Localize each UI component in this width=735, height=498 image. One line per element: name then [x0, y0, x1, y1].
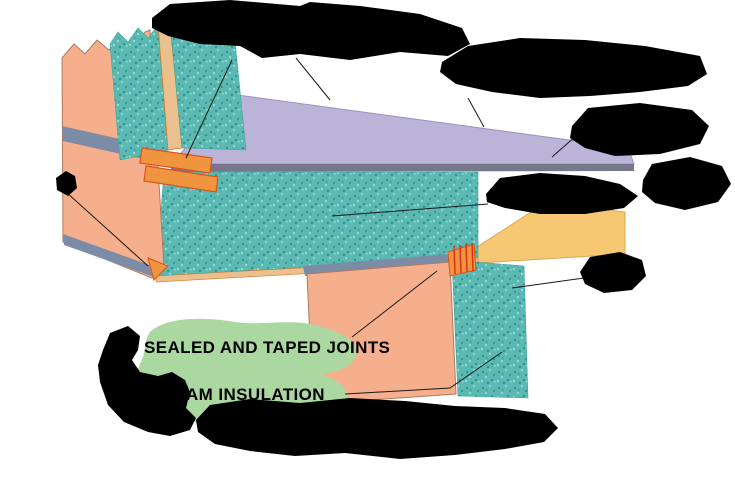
spline-fastener-lines — [453, 242, 474, 275]
wall-base-spline — [147, 257, 169, 281]
leader-line — [467, 97, 485, 128]
roof-edge-strip — [170, 164, 634, 172]
redaction-blob — [642, 157, 731, 210]
leader-line — [551, 135, 577, 158]
lower-wall-insulation-core — [451, 259, 529, 399]
wall-insulation-core-strip-1 — [109, 24, 169, 161]
roof-assembly — [155, 93, 635, 283]
redaction-blob — [196, 398, 558, 459]
leader-line — [331, 203, 489, 217]
redaction-blob — [570, 103, 709, 156]
leader-line — [351, 270, 438, 338]
redaction-blob — [486, 173, 638, 214]
label-sealed-taped-joints: SEALED AND TAPED JOINTS — [144, 338, 390, 357]
redaction-blob — [152, 0, 470, 60]
redaction-blob — [98, 326, 196, 436]
redaction-blob — [440, 38, 707, 98]
leader-lines — [65, 57, 585, 395]
leader-line — [65, 191, 149, 267]
left-wall-assembly — [61, 5, 247, 281]
leader-line — [295, 57, 331, 101]
redaction-blobs — [56, 0, 731, 459]
label-foam-insulation: AM INSULATION — [186, 385, 325, 404]
wall-bottom-plate — [63, 234, 154, 277]
leader-line — [185, 59, 233, 159]
leader-line — [344, 351, 503, 395]
foam-insulation-blob — [137, 318, 357, 423]
top-plate-spline-upper — [139, 147, 213, 174]
lower-wall-assembly — [303, 242, 529, 405]
top-plate-spline-lower — [143, 165, 219, 193]
lower-wall-top-plate — [303, 254, 452, 276]
redaction-blob — [56, 171, 77, 196]
leader-line — [511, 277, 585, 289]
labels: SEALED AND TAPED JOINTS AM INSULATION — [144, 338, 390, 404]
redaction-blob — [580, 252, 646, 293]
